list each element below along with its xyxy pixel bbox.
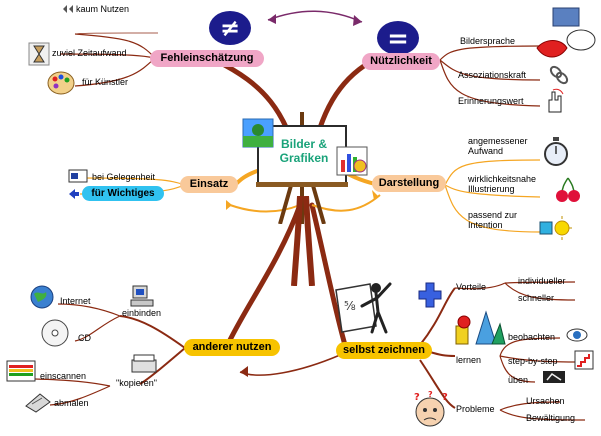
branch-darstellung[interactable]: Darstellung — [372, 175, 446, 192]
node-kopieren[interactable]: "kopieren" — [116, 378, 157, 388]
cherries-icon — [556, 177, 580, 202]
eye-icon — [566, 328, 588, 342]
plug-sun-icon — [539, 216, 572, 240]
svg-text:?: ? — [414, 392, 420, 403]
arrow-bullet-icon — [69, 189, 79, 199]
node-lernen[interactable]: lernen — [456, 355, 482, 365]
svg-text:⅝: ⅝ — [344, 299, 356, 313]
node-wirklichkeitsnahe-illustrierung[interactable]: wirklichkeitsnahe Illustrierung — [468, 174, 537, 194]
node-schneller[interactable]: schneller — [518, 293, 555, 303]
node-zuviel-zeitaufwand[interactable]: zuviel Zeitaufwand — [52, 48, 127, 58]
node-fuer-wichtiges[interactable]: für Wichtiges — [82, 186, 164, 201]
globe-icon — [30, 285, 54, 309]
rainbow-picture-icon — [6, 360, 36, 382]
node-ursachen[interactable]: Ursachen — [526, 396, 565, 406]
node-individueller[interactable]: individueller — [518, 276, 566, 286]
easel-root-icon — [291, 196, 315, 286]
computer-icon — [130, 285, 154, 307]
mouth-speech-bubble-icon — [536, 7, 596, 58]
hand-string-icon — [548, 88, 564, 113]
stick-figure-drawing-icon: ⅝ — [335, 282, 392, 334]
paint-palette-icon — [47, 71, 75, 95]
node-bei-gelegenheit[interactable]: bei Gelegenheit — [92, 172, 156, 182]
scanner-icon — [131, 354, 157, 373]
node-cd[interactable]: CD — [78, 333, 91, 343]
branch-einsatz[interactable]: Einsatz — [180, 176, 238, 193]
node-beobachten[interactable]: beobachten — [508, 332, 556, 342]
node-ueben[interactable]: üben — [508, 375, 529, 385]
node-kaum-nutzen[interactable]: kaum Nutzen — [76, 4, 130, 14]
node-einscannen[interactable]: einscannen — [40, 371, 87, 381]
svg-text:≠: ≠ — [220, 14, 240, 42]
chain-link-icon — [549, 65, 569, 85]
node-bewaeltigung[interactable]: Bewältigung — [526, 413, 576, 423]
center-line-2: Grafiken — [279, 151, 329, 165]
geometric-shapes-icon — [455, 310, 506, 345]
drawing-board-icon — [25, 393, 51, 413]
node-assoziationskraft[interactable]: Assoziationskraft — [458, 70, 527, 80]
hourglass-icon — [28, 42, 50, 66]
bar-chart-icon — [336, 146, 368, 176]
central-topic: Bilder & Grafiken — [264, 137, 344, 165]
center-line-1: Bilder & — [280, 137, 327, 151]
node-angemessener-aufwand[interactable]: angemessener Aufwand — [468, 136, 528, 156]
stairs-icon — [574, 350, 594, 370]
stopwatch-icon — [544, 137, 568, 166]
plus-icon — [418, 282, 442, 308]
node-probleme[interactable]: Probleme — [456, 404, 495, 414]
branch-anderer-nutzen[interactable]: anderer nutzen — [184, 339, 280, 356]
node-passend-zur-intention[interactable]: passend zur Intention — [468, 210, 518, 230]
confused-face-icon: ? ? ? — [414, 390, 448, 427]
node-bildersprache[interactable]: Bildersprache — [460, 36, 516, 46]
equal-icon: = — [377, 21, 419, 55]
bullet-arrows-icon — [63, 5, 73, 13]
node-erinnerungswert[interactable]: Erinnerungswert — [458, 96, 524, 106]
svg-text:?: ? — [442, 392, 448, 403]
branch-selbst-zeichnen[interactable]: selbst zeichnen — [336, 342, 432, 359]
branch-fehleinschaetzung[interactable]: Fehleinschätzung — [150, 50, 264, 67]
practice-icon — [543, 371, 565, 383]
card-icon — [68, 169, 88, 183]
svg-text:=: = — [387, 24, 409, 54]
cd-disc-icon — [41, 319, 69, 347]
node-vorteile[interactable]: Vorteile — [456, 282, 487, 292]
svg-text:?: ? — [428, 390, 433, 399]
node-step-by-step[interactable]: step-by-step — [508, 356, 558, 366]
node-einbinden[interactable]: einbinden — [122, 308, 162, 318]
node-abmalen[interactable]: abmalen — [54, 398, 89, 408]
not-equal-icon: ≠ — [209, 11, 251, 45]
landscape-picture-icon — [242, 118, 274, 148]
branch-nuetzlichkeit[interactable]: Nützlichkeit — [362, 53, 440, 70]
node-internet[interactable]: Internet — [60, 296, 91, 306]
node-fuer-kuenstler[interactable]: für Künstler — [82, 77, 129, 87]
